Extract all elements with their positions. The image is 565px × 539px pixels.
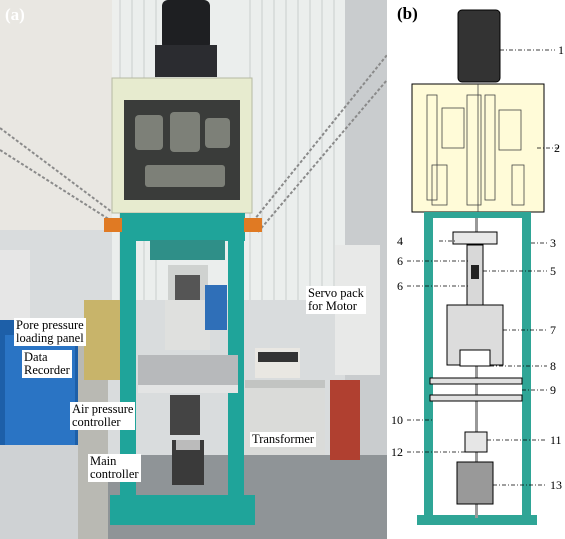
part-number-8: 8: [550, 359, 556, 373]
part-number-6b: 6: [397, 279, 403, 293]
part-number-4: 4: [397, 234, 403, 248]
part-number-11: 11: [550, 433, 562, 447]
label-transformer: Transformer: [250, 432, 317, 447]
part-number-12: 12: [391, 445, 403, 459]
photo-panel: (a) Pore pressure loading panel Data Rec…: [0, 0, 387, 539]
label-text: Servo pack for Motor: [308, 286, 364, 313]
label-pore-pressure-loading-panel: Pore pressure loading panel: [14, 318, 86, 346]
label-servo-pack-for-motor: Servo pack for Motor: [306, 286, 366, 314]
part-number-2: 2: [554, 141, 560, 155]
diagram-panel: (b) 1 2 3 4 5 6 6 7 8 9 10 11 12 13: [387, 0, 565, 539]
panel-b-tag: (b): [397, 4, 418, 23]
label-text: Air pressure controller: [72, 402, 134, 429]
label-text: Main controller: [90, 454, 139, 481]
part-number-7: 7: [550, 323, 556, 337]
label-text: Transformer: [252, 432, 315, 446]
panel-a-tag: (a): [5, 5, 25, 24]
part-number-5: 5: [550, 264, 556, 278]
part-number-10: 10: [391, 413, 403, 427]
label-text: Pore pressure loading panel: [16, 318, 84, 345]
part-number-6a: 6: [397, 254, 403, 268]
label-air-pressure-controller: Air pressure controller: [70, 402, 136, 430]
label-data-recorder: Data Recorder: [22, 350, 72, 378]
part-number-1: 1: [558, 43, 564, 57]
part-number-9: 9: [550, 383, 556, 397]
part-number-13: 13: [550, 478, 562, 492]
label-main-controller: Main controller: [88, 454, 141, 482]
label-text: Data Recorder: [24, 350, 70, 377]
part-number-3: 3: [550, 236, 556, 250]
schematic-drawing: [407, 9, 559, 525]
photo-illustration: [0, 0, 387, 539]
